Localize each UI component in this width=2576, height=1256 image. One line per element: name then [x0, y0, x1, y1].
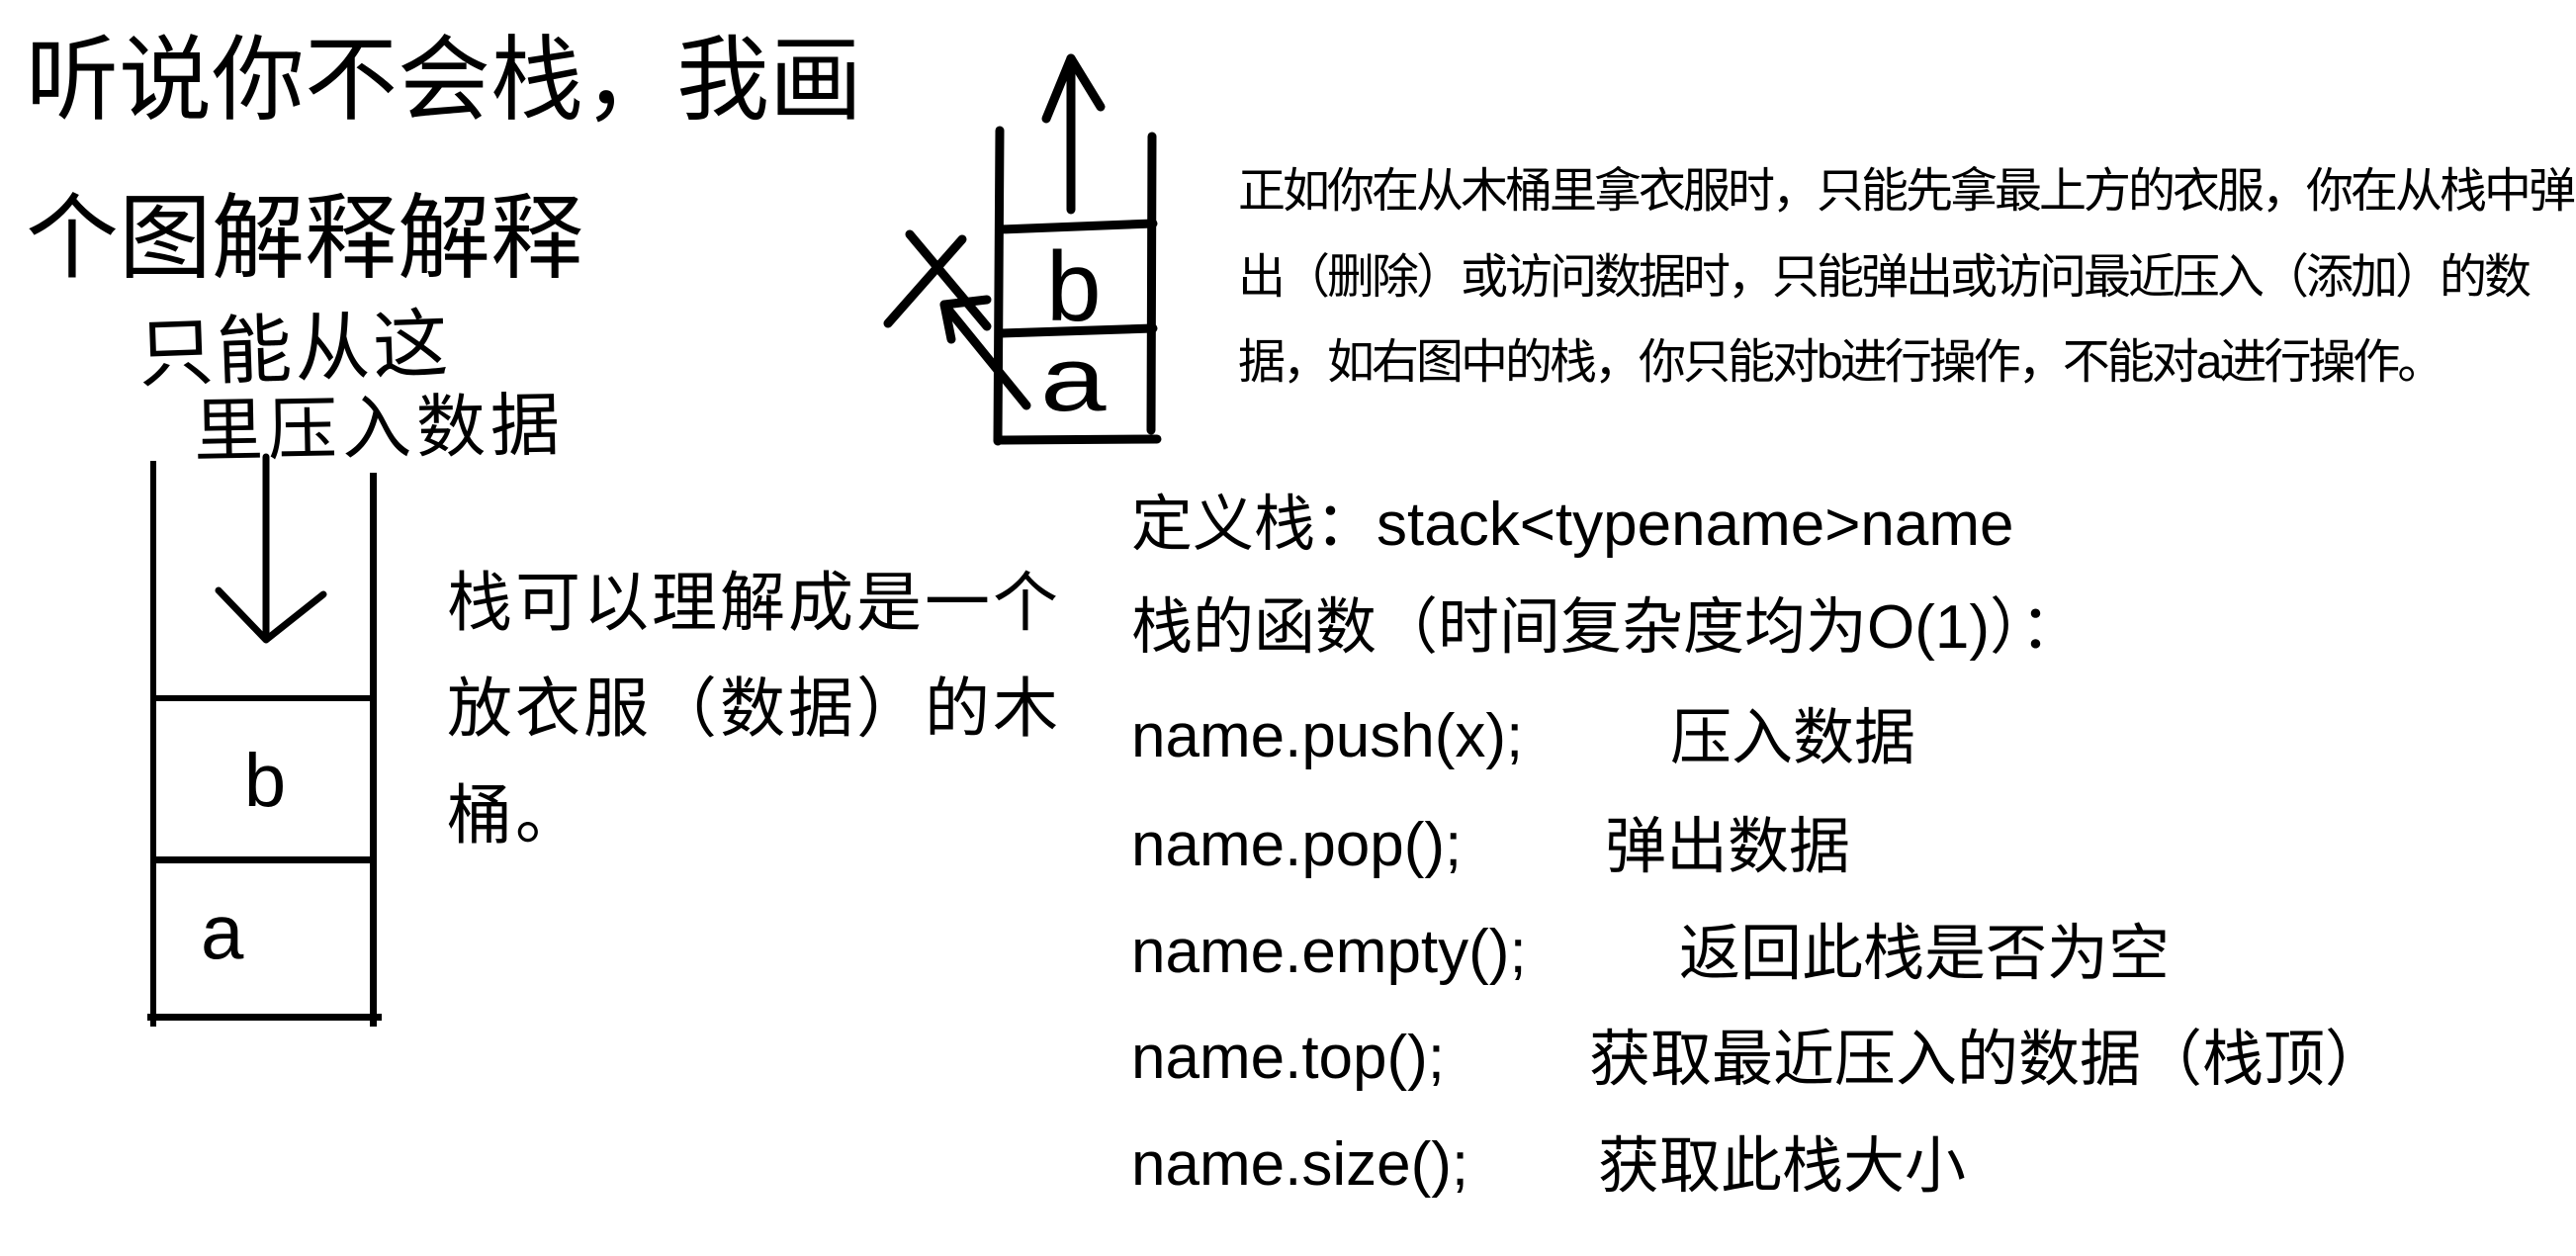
- function-desc: 获取此栈大小: [1598, 1132, 1967, 1201]
- function-row-push: name.push(x); 压入数据: [1131, 706, 2555, 785]
- function-code: name.push(x);: [1131, 702, 1524, 770]
- function-row-empty: name.empty(); 返回此栈是否为空: [1131, 922, 2555, 1001]
- right-bucket-right-wall: [1146, 132, 1157, 435]
- function-row-size: name.size(); 获取此栈大小: [1131, 1134, 2555, 1213]
- function-code: name.empty();: [1131, 918, 1527, 986]
- function-code: name.pop();: [1131, 811, 1463, 879]
- blocked-pop-arrow-icon: [939, 295, 1031, 410]
- bucket-caption-line2: 放衣服（数据）的木: [447, 672, 1061, 745]
- page-title-line2: 个图解释解释: [26, 186, 584, 290]
- functions-heading: 栈的函数（时间复杂度均为O(1)）：: [1131, 593, 2083, 662]
- page-title-line1: 听说你不会栈，我画: [26, 28, 863, 132]
- right-bucket-left-wall: [993, 126, 1005, 446]
- left-bucket-divider-top: [153, 695, 377, 701]
- left-stack-item-a: a: [201, 888, 244, 975]
- bucket-caption-line3: 桶。: [447, 778, 583, 852]
- bucket-caption-line1: 栈可以理解成是一个: [447, 566, 1061, 639]
- function-code: name.top();: [1131, 1024, 1446, 1092]
- function-desc: 压入数据: [1670, 704, 1916, 772]
- right-bucket-divider-top: [996, 219, 1158, 234]
- cross-out-icon: [883, 229, 992, 331]
- explanation-line3: 据，如右图中的栈，你只能对b进行操作，不能对a进行操作。: [1238, 336, 2444, 389]
- left-bucket-bottom: [147, 1014, 382, 1021]
- explanation-line1: 正如你在从木桶里拿衣服时，只能先拿最上方的衣服，你在从栈中弹: [1238, 165, 2576, 218]
- left-stack-item-b: b: [243, 739, 287, 823]
- right-bucket-divider-mid: [996, 323, 1158, 338]
- right-bucket-bottom: [995, 434, 1162, 445]
- handwritten-push-note-line1: 只能从这: [136, 302, 453, 398]
- function-desc: 返回此栈是否为空: [1679, 920, 2171, 988]
- function-row-pop: name.pop(); 弹出数据: [1131, 815, 2555, 894]
- function-row-top: name.top(); 获取最近压入的数据（栈顶）: [1131, 1028, 2555, 1107]
- function-desc: 弹出数据: [1605, 813, 1851, 881]
- hand-drawn-bucket: [883, 53, 1162, 446]
- stack-definition: 定义栈：stack<typename>name: [1131, 491, 2014, 559]
- left-bucket-divider-mid: [153, 856, 377, 863]
- function-desc: 获取最近压入的数据（栈顶）: [1589, 1026, 2387, 1094]
- push-down-arrow-icon: [215, 453, 327, 644]
- right-stack-item-b: b: [1046, 231, 1102, 342]
- right-stack-item-a: a: [1040, 329, 1107, 430]
- left-bucket-left-wall: [150, 461, 156, 1027]
- left-bucket-right-wall: [370, 473, 377, 1027]
- function-code: name.size();: [1131, 1130, 1469, 1199]
- pop-up-arrow-icon: [1041, 53, 1106, 215]
- explanation-line2: 出（删除）或访问数据时，只能弹出或访问最近压入（添加）的数: [1238, 251, 2532, 304]
